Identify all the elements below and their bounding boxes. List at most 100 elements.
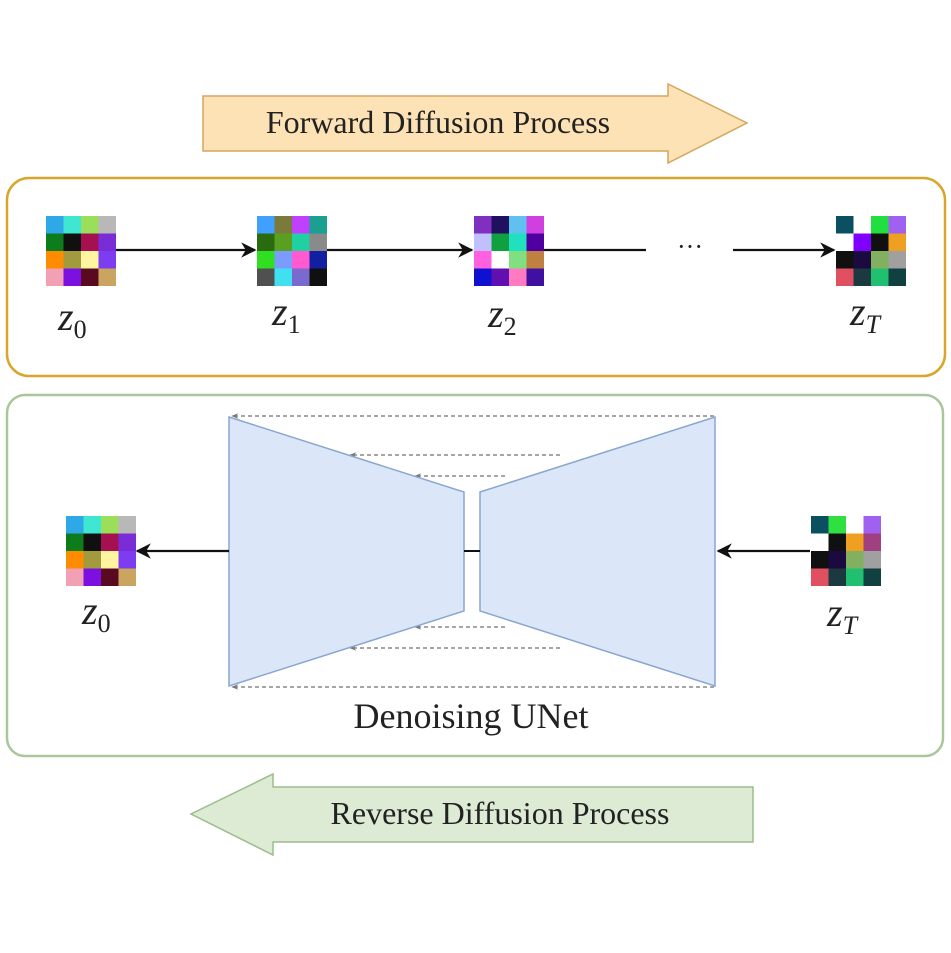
latent-cell <box>118 533 136 551</box>
reverse-diffusion-arrow: Reverse Diffusion Process <box>189 772 754 857</box>
latent-cell <box>309 233 327 251</box>
latent-cell <box>491 268 509 286</box>
latent-cell <box>491 233 509 251</box>
latent-cell <box>846 568 864 586</box>
latent-cell <box>853 233 871 251</box>
latent-cell <box>888 216 906 234</box>
latent-cell <box>83 516 101 534</box>
latent-cell <box>888 268 906 286</box>
latent-cell <box>474 251 492 269</box>
latent-cell <box>46 233 64 251</box>
latent-cell <box>836 233 854 251</box>
latent-cell <box>81 216 99 234</box>
forward-diffusion-arrow: Forward Diffusion Process <box>202 82 749 165</box>
unet-skip-connections <box>231 413 714 690</box>
latent-grid-zT-input <box>811 516 881 586</box>
latent-cell <box>274 268 292 286</box>
forward-arrow-label: Forward Diffusion Process <box>266 104 610 140</box>
latent-cell <box>257 268 275 286</box>
latent-cell <box>66 516 84 534</box>
latent-cell <box>66 533 84 551</box>
latent-cell <box>257 251 275 269</box>
latent-cell <box>828 516 846 534</box>
reverse-panel: Denoising UNet z0 zT <box>5 393 945 758</box>
latent-cell <box>836 216 854 234</box>
latent-cell <box>101 533 119 551</box>
forward-ellipsis: ··· <box>677 232 703 261</box>
latent-cell <box>836 251 854 269</box>
forward-node-label-z2: z2 <box>487 291 517 341</box>
latent-cell <box>63 268 81 286</box>
latent-cell <box>846 551 864 569</box>
latent-cell <box>863 568 881 586</box>
latent-cell <box>509 216 527 234</box>
latent-cell <box>474 233 492 251</box>
latent-cell <box>274 233 292 251</box>
latent-cell <box>274 216 292 234</box>
latent-cell <box>853 216 871 234</box>
latent-cell <box>83 551 101 569</box>
latent-cell <box>526 216 544 234</box>
latent-cell <box>811 516 829 534</box>
latent-cell <box>811 568 829 586</box>
latent-cell <box>81 233 99 251</box>
latent-cell <box>118 551 136 569</box>
latent-cell <box>101 516 119 534</box>
latent-cell <box>98 233 116 251</box>
latent-cell <box>257 233 275 251</box>
latent-cell <box>871 268 889 286</box>
latent-cell <box>853 251 871 269</box>
latent-cell <box>474 216 492 234</box>
latent-cell <box>853 268 871 286</box>
latent-cell <box>509 251 527 269</box>
latent-cell <box>66 568 84 586</box>
latent-cell <box>63 251 81 269</box>
latent-cell <box>292 268 310 286</box>
latent-cell <box>83 533 101 551</box>
latent-cell <box>871 251 889 269</box>
forward-node-label-z0: z0 <box>57 294 87 344</box>
latent-cell <box>828 551 846 569</box>
reverse-output-label: z0 <box>81 588 111 638</box>
latent-cell <box>811 551 829 569</box>
latent-cell <box>292 233 310 251</box>
latent-cell <box>46 268 64 286</box>
reverse-arrow-label: Reverse Diffusion Process <box>331 795 670 831</box>
latent-cell <box>257 216 275 234</box>
reverse-input-label: zT <box>826 590 859 640</box>
latent-cell <box>309 268 327 286</box>
latent-cell <box>846 516 864 534</box>
latent-cell <box>101 551 119 569</box>
latent-cell <box>46 251 64 269</box>
latent-cell <box>292 216 310 234</box>
latent-grid-zT <box>836 216 906 286</box>
latent-cell <box>309 251 327 269</box>
latent-cell <box>118 516 136 534</box>
latent-cell <box>81 251 99 269</box>
latent-cell <box>63 216 81 234</box>
latent-cell <box>98 251 116 269</box>
latent-cell <box>274 251 292 269</box>
latent-cell <box>828 568 846 586</box>
unet-label: Denoising UNet <box>354 696 589 736</box>
latent-cell <box>828 533 846 551</box>
latent-cell <box>526 233 544 251</box>
forward-node-label-z1: z1 <box>271 289 301 339</box>
latent-cell <box>83 568 101 586</box>
latent-cell <box>491 251 509 269</box>
latent-cell <box>63 233 81 251</box>
latent-cell <box>836 268 854 286</box>
reverse-arrow-shape <box>189 772 754 857</box>
latent-cell <box>98 268 116 286</box>
latent-cell <box>871 233 889 251</box>
latent-cell <box>811 533 829 551</box>
latent-cell <box>118 568 136 586</box>
latent-cell <box>509 268 527 286</box>
latent-cell <box>292 251 310 269</box>
unet-decoder-trapezoid <box>228 415 465 688</box>
latent-grid-z2 <box>474 216 544 286</box>
latent-cell <box>66 551 84 569</box>
latent-cell <box>474 268 492 286</box>
latent-cell <box>98 216 116 234</box>
